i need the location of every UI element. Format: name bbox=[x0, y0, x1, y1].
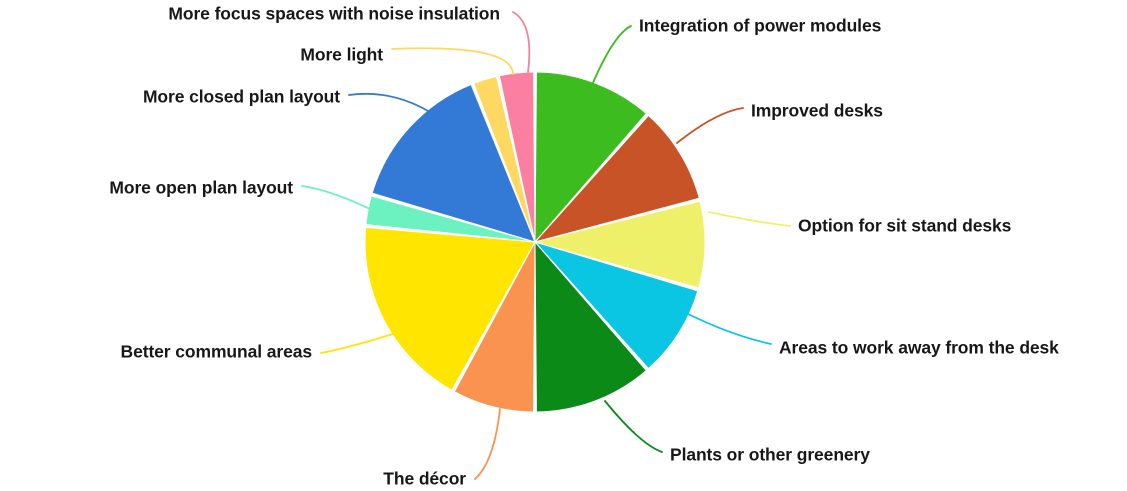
leader-line bbox=[474, 408, 501, 480]
pie-slice-label: More focus spaces with noise insulation bbox=[168, 3, 500, 24]
pie-slice[interactable] bbox=[534, 71, 648, 244]
pie-slice-label: Option for sit stand desks bbox=[798, 215, 1012, 236]
leader-line bbox=[348, 92, 446, 123]
leader-line bbox=[708, 211, 791, 227]
pie-slice[interactable] bbox=[371, 83, 536, 243]
pie-slice-label: More light bbox=[300, 44, 383, 65]
pie-slice[interactable] bbox=[533, 114, 700, 243]
pie-slice[interactable] bbox=[534, 240, 648, 413]
pie-slice-label: Improved desks bbox=[751, 100, 883, 121]
pie-slice-label: Better communal areas bbox=[120, 341, 313, 362]
pie-slice-label: Plants or other greenery bbox=[670, 444, 870, 465]
pie-slice-label: Integration of power modules bbox=[639, 15, 882, 36]
leader-line bbox=[512, 11, 531, 73]
pie-slice[interactable] bbox=[365, 195, 536, 243]
leader-line bbox=[676, 107, 744, 144]
pie-slice-label: The décor bbox=[383, 468, 466, 489]
pie-slice[interactable] bbox=[533, 200, 706, 289]
pie-slice[interactable] bbox=[364, 226, 536, 391]
leader-line bbox=[320, 331, 400, 354]
leader-line bbox=[591, 25, 632, 86]
pie-slice[interactable] bbox=[533, 241, 699, 370]
pie-slice[interactable] bbox=[473, 75, 536, 243]
pie-slice-label: More open plan layout bbox=[109, 177, 293, 198]
pie-slice-label: More closed plan layout bbox=[142, 86, 340, 107]
pie-slice-label: Areas to work away from the desk bbox=[779, 337, 1059, 358]
pie-slice[interactable] bbox=[453, 241, 536, 413]
leader-line bbox=[391, 47, 514, 75]
leader-lines-group bbox=[301, 11, 791, 480]
pie-slice[interactable] bbox=[498, 71, 536, 243]
leader-line bbox=[604, 400, 663, 453]
pie-slices-group bbox=[364, 71, 706, 413]
leader-line bbox=[683, 311, 772, 345]
leader-line bbox=[301, 185, 371, 210]
